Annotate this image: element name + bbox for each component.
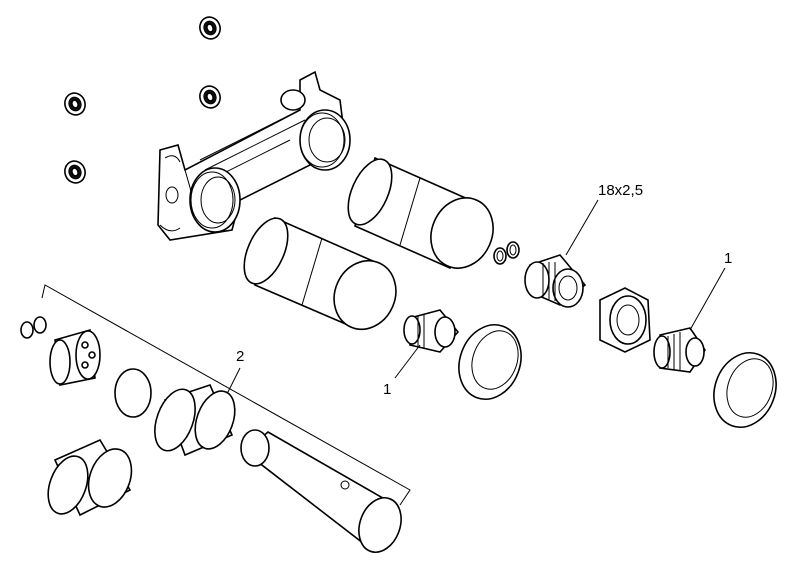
cartridge-insert <box>49 328 101 386</box>
small-seals <box>20 316 47 339</box>
sleeve-upper <box>347 156 494 270</box>
sleeve-lower <box>243 216 397 331</box>
valve-body <box>157 70 351 241</box>
cartridge-sleeve <box>154 384 236 457</box>
o-ring-large <box>114 368 152 418</box>
cover-cap-right <box>713 352 777 428</box>
hex-nut <box>599 287 651 353</box>
cover-cap-middle <box>458 324 522 400</box>
small-nut-3 <box>199 85 221 109</box>
small-nut-2 <box>64 92 86 116</box>
label-part-2: 2 <box>236 348 245 365</box>
small-nut-1 <box>199 16 221 40</box>
label-part-1-lower: 1 <box>383 381 392 398</box>
end-cap-knob <box>47 438 133 517</box>
small-nut-4 <box>64 160 86 184</box>
label-part-1-upper: 1 <box>724 250 733 267</box>
group-bracket-2 <box>41 284 411 506</box>
o-rings-pair <box>493 241 520 265</box>
adapter-fitting-middle <box>403 309 460 353</box>
threaded-fitting-18x2-5 <box>524 254 587 308</box>
mounting-tool-tube <box>240 429 402 553</box>
leader-line-thread <box>565 199 599 256</box>
leader-line-1-upper <box>689 267 726 331</box>
adapter-fitting-right <box>653 327 706 373</box>
leader-line-1-lower <box>394 344 421 379</box>
label-thread-size: 18x2,5 <box>598 182 644 199</box>
